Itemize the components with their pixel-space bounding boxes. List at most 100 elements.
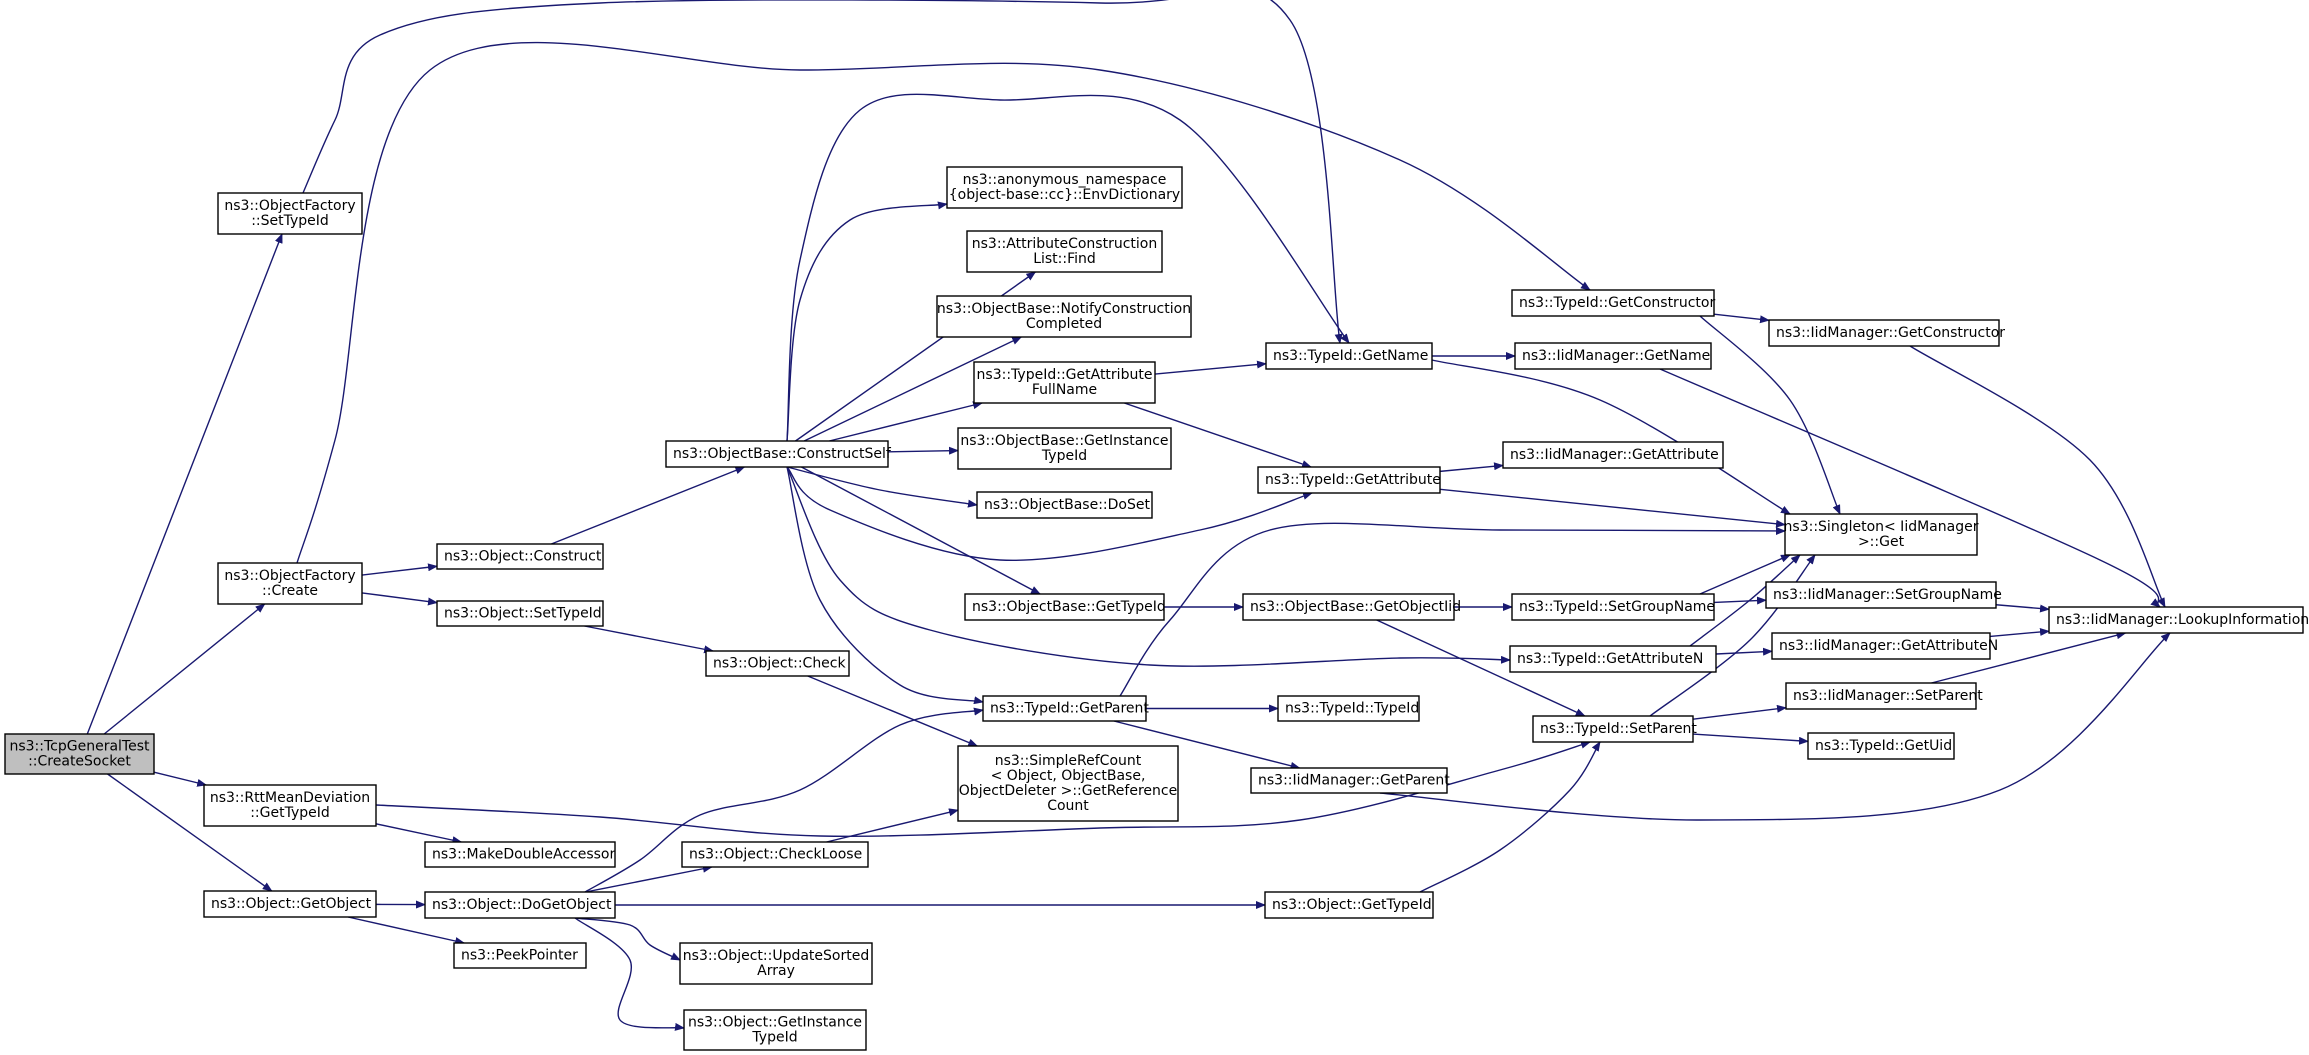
call-edge-tid-getattribute-to-singleton-get xyxy=(1439,488,1786,528)
function-node-tid-getparent[interactable]: ns3::TypeId::GetParent xyxy=(982,695,1149,722)
node-box xyxy=(1768,319,2000,347)
node-label-line: ns3::IidManager::GetConstructor xyxy=(1776,325,2005,341)
function-node-obj-getobject[interactable]: ns3::Object::GetObject xyxy=(203,890,377,918)
node-box xyxy=(1502,441,1724,469)
node-label-line: ns3::TypeId::SetParent xyxy=(1540,721,1697,737)
call-edge-root-to-rtt-gettypeid xyxy=(153,771,208,787)
call-edge-tid-getparent-to-iid-getparent xyxy=(1113,720,1301,770)
node-label-line: ::CreateSocket xyxy=(28,754,131,770)
edges-layer xyxy=(86,0,2171,1031)
function-node-tid-setparent[interactable]: ns3::TypeId::SetParent xyxy=(1532,715,1697,743)
function-node-iid-setparent[interactable]: ns3::IidManager::SetParent xyxy=(1785,682,1983,710)
function-node-obj-dogetobject[interactable]: ns3::Object::DoGetObject xyxy=(424,891,616,919)
call-edge-root-to-of-settypeid xyxy=(86,233,283,735)
node-label-line: ::SetTypeId xyxy=(251,213,329,229)
node-box xyxy=(436,600,604,627)
node-label-line: ns3::TypeId::SetGroupName xyxy=(1519,599,1715,615)
function-node-tid-getattributen[interactable]: ns3::TypeId::GetAttributeN xyxy=(1509,645,1717,673)
node-box xyxy=(679,942,873,985)
function-node-iid-getname[interactable]: ns3::IidManager::GetName xyxy=(1514,342,1712,370)
function-node-root[interactable]: ns3::TcpGeneralTest::CreateSocket xyxy=(4,733,155,775)
function-node-of-settypeid[interactable]: ns3::ObjectFactory::SetTypeId xyxy=(217,192,363,235)
call-edge-tid-setgroupname-to-singleton-get xyxy=(1699,554,1791,595)
function-node-peekpointer[interactable]: ns3::PeekPointer xyxy=(453,942,587,969)
node-box xyxy=(1785,682,1977,710)
node-label-line: ns3::Object::DoGetObject xyxy=(432,897,612,913)
function-node-ob-notify[interactable]: ns3::ObjectBase::NotifyConstructionCompl… xyxy=(936,295,1192,338)
function-node-ob-doset[interactable]: ns3::ObjectBase::DoSet xyxy=(976,491,1153,519)
call-edge-ob-constructself-to-ob-gettypeid xyxy=(801,466,1041,595)
function-node-ob-getobjectiid[interactable]: ns3::ObjectBase::GetObjectIid xyxy=(1242,593,1461,621)
node-box xyxy=(957,745,1179,822)
function-node-simplerefcount[interactable]: ns3::SimpleRefCount< Object, ObjectBase,… xyxy=(957,745,1179,822)
call-edge-of-settypeid-to-tid-getname xyxy=(302,0,1343,344)
function-node-iid-getattribute[interactable]: ns3::IidManager::GetAttribute xyxy=(1502,441,1724,469)
function-node-tid-typeid[interactable]: ns3::TypeId::TypeId xyxy=(1277,695,1420,722)
node-label-line: ns3::Object::UpdateSorted xyxy=(683,948,869,964)
function-node-iid-lookupinfo[interactable]: ns3::IidManager::LookupInformation xyxy=(2048,606,2309,634)
node-label-line: TypeId xyxy=(1041,448,1087,464)
node-label-line: ::Create xyxy=(262,583,318,599)
node-label-line: ns3::ObjectBase::DoSet xyxy=(984,497,1150,513)
node-label-line: ns3::Object::CheckLoose xyxy=(689,847,862,863)
call-edge-obj-dogetobject-to-tid-getparent xyxy=(584,707,984,893)
function-node-tid-setgroupname[interactable]: ns3::TypeId::SetGroupName xyxy=(1511,593,1715,621)
function-node-ob-constructself[interactable]: ns3::ObjectBase::ConstructSelf xyxy=(665,440,892,468)
node-label-line: ns3::TypeId::GetAttributeN xyxy=(1517,651,1703,667)
call-edge-ob-constructself-to-ob-doset xyxy=(786,466,978,508)
call-edge-tid-getconstructor-to-iid-getconstructor xyxy=(1713,313,1770,324)
call-edge-of-create-to-obj-settypeid xyxy=(361,592,438,606)
node-label-line: ns3::IidManager::LookupInformation xyxy=(2056,612,2309,628)
node-box xyxy=(1514,342,1712,370)
node-label-line: Array xyxy=(757,963,795,979)
node-label-line: ns3::TypeId::GetUid xyxy=(1815,738,1952,754)
function-node-iid-setgroupname[interactable]: ns3::IidManager::SetGroupName xyxy=(1765,581,2002,609)
node-box xyxy=(964,593,1165,621)
function-node-iid-getconstructor[interactable]: ns3::IidManager::GetConstructor xyxy=(1768,319,2005,347)
function-node-obj-construct[interactable]: ns3::Object::Construct xyxy=(436,543,604,570)
function-node-tid-getname[interactable]: ns3::TypeId::GetName xyxy=(1265,342,1433,370)
function-node-iid-getattributen[interactable]: ns3::IidManager::GetAttributeN xyxy=(1771,632,1998,660)
node-label-line: ns3::TypeId::GetConstructor xyxy=(1519,295,1715,311)
call-edge-obj-dogetobject-to-obj-updatesorted xyxy=(574,917,681,961)
function-node-obj-gettypeid[interactable]: ns3::Object::GetTypeId xyxy=(1264,891,1434,919)
call-edge-rtt-gettypeid-to-tid-setparent xyxy=(375,740,1591,837)
function-node-obj-checkloose[interactable]: ns3::Object::CheckLoose xyxy=(681,841,869,868)
node-label-line: >::Get xyxy=(1858,534,1905,550)
function-node-tid-getattribute[interactable]: ns3::TypeId::GetAttribute xyxy=(1257,466,1441,494)
function-node-iid-getparent[interactable]: ns3::IidManager::GetParent xyxy=(1250,767,1450,794)
node-box xyxy=(1771,632,1991,660)
node-label-line: ns3::Object::Check xyxy=(713,656,846,672)
call-edge-tid-getname-to-singleton-get xyxy=(1431,359,1791,515)
function-node-singleton-get[interactable]: ns3::Singleton< IidManager>::Get xyxy=(1784,513,1979,556)
node-label-line: ns3::ObjectBase::NotifyConstruction xyxy=(937,301,1191,317)
node-box xyxy=(1242,593,1455,621)
function-node-tid-getconstructor[interactable]: ns3::TypeId::GetConstructor xyxy=(1511,289,1715,317)
call-edge-ob-constructself-to-ob-getinstancetypeid xyxy=(887,446,959,455)
node-box xyxy=(217,562,363,605)
node-label-line: ns3::MakeDoubleAccessor xyxy=(432,847,615,863)
function-node-of-create[interactable]: ns3::ObjectFactory::Create xyxy=(217,562,363,605)
function-node-ob-gettypeid[interactable]: ns3::ObjectBase::GetTypeId xyxy=(964,593,1166,621)
nodes-layer: ns3::TcpGeneralTest::CreateSocketns3::Ob… xyxy=(4,166,2309,1051)
function-node-makedouble[interactable]: ns3::MakeDoubleAccessor xyxy=(424,841,616,868)
call-edge-obj-dogetobject-to-obj-getinstancetypeid xyxy=(574,917,685,1031)
call-edge-root-to-of-create xyxy=(103,603,266,735)
node-box xyxy=(2048,606,2304,634)
function-node-rtt-gettypeid[interactable]: ns3::RttMeanDeviation::GetTypeId xyxy=(203,784,377,827)
node-box xyxy=(1511,289,1715,317)
call-edge-tid-getattrfullname-to-tid-getattribute xyxy=(1124,402,1313,468)
node-label-line: ::GetTypeId xyxy=(250,805,330,821)
function-node-envdict[interactable]: ns3::anonymous_namespace{object-base::cc… xyxy=(946,166,1183,209)
function-node-obj-check[interactable]: ns3::Object::Check xyxy=(705,650,850,677)
function-node-obj-settypeid[interactable]: ns3::Object::SetTypeId xyxy=(436,600,604,627)
function-node-tid-getuid[interactable]: ns3::TypeId::GetUid xyxy=(1807,732,1955,760)
node-box xyxy=(1277,695,1420,722)
node-label-line: ns3::ObjectBase::GetInstance xyxy=(960,433,1168,449)
